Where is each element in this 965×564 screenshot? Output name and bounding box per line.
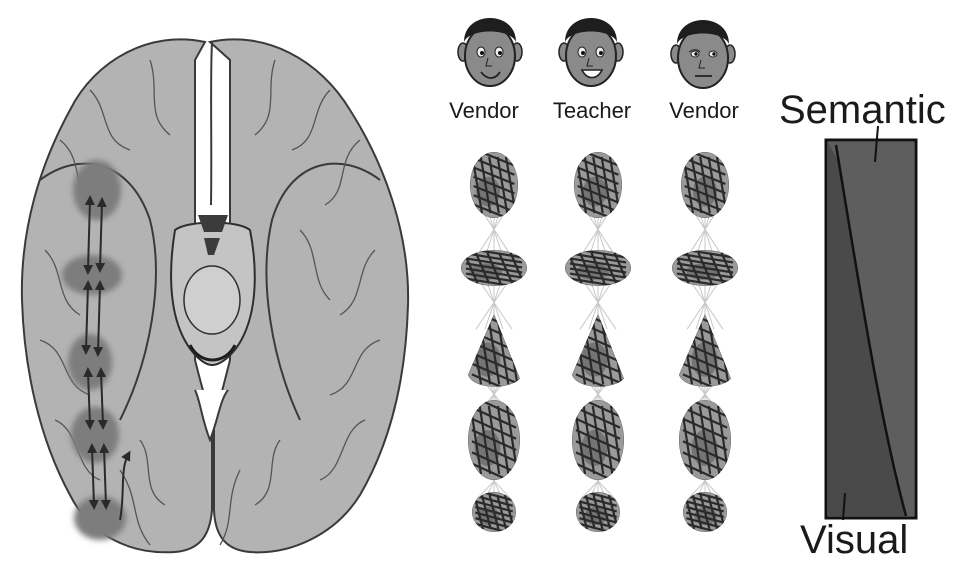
network-node	[572, 311, 624, 394]
semantic-visual-gradient-bar	[826, 126, 916, 520]
network-node	[461, 248, 527, 287]
network-node	[574, 149, 622, 221]
face-label-vendor-1: Vendor	[449, 98, 519, 124]
semantic-label: Semantic	[779, 88, 946, 133]
face-vendor-1	[458, 18, 522, 86]
network-node	[672, 248, 738, 287]
face-vendor-2	[671, 20, 735, 88]
network-node	[470, 149, 518, 221]
network-node	[681, 149, 729, 221]
face-label-vendor-2: Vendor	[669, 98, 739, 124]
face-label-teacher: Teacher	[553, 98, 631, 124]
visual-label: Visual	[800, 518, 908, 563]
network-node	[565, 248, 631, 287]
face-teacher	[559, 18, 623, 86]
network-node	[679, 311, 731, 394]
representation-networks	[461, 149, 738, 534]
network-node	[468, 396, 520, 483]
network-node	[572, 396, 624, 483]
network-node	[468, 311, 520, 394]
network-node	[679, 396, 731, 483]
brain-ventral-view	[22, 39, 408, 552]
